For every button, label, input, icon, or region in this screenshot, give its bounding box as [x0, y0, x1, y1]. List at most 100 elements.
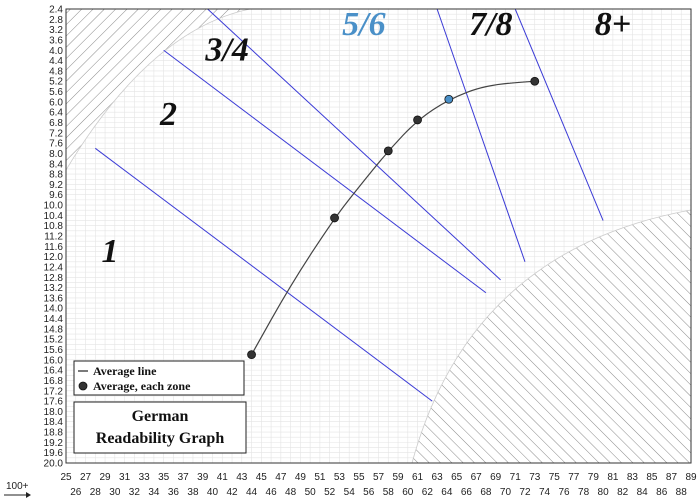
x-tick-label-top: 69 [490, 472, 502, 483]
y-tick-label: 4.8 [49, 66, 63, 77]
x-tick-label-top: 87 [666, 472, 678, 483]
zone-label: 5/6 [342, 6, 385, 43]
y-tick-label: 9.2 [49, 180, 63, 191]
zone-average-point [530, 76, 540, 86]
chart-title-line-2: Readability Graph [96, 430, 225, 447]
x-tick-label-bottom: 72 [519, 487, 531, 498]
legend-average-line: Average line [93, 364, 157, 378]
zone-boundary-line [514, 9, 604, 221]
x-tick-label-bottom: 52 [324, 487, 336, 498]
x-tick-label-top: 81 [607, 472, 619, 483]
zone-boundaries [94, 9, 604, 402]
y-tick-label: 14.4 [44, 314, 64, 325]
x-tick-label-top: 89 [685, 472, 697, 483]
x-tick-label-top: 27 [80, 472, 92, 483]
y-tick-label: 14.8 [44, 324, 64, 335]
legend-dot-swatch [78, 381, 88, 391]
y-tick-label: 8.0 [49, 149, 63, 160]
x-tick-label-bottom: 82 [617, 487, 629, 498]
x-tick-label-bottom: 70 [500, 487, 512, 498]
x-tick-label-bottom: 62 [422, 487, 434, 498]
chart-title-box: German Readability Graph [73, 401, 247, 454]
x-tick-label-bottom: 48 [285, 487, 297, 498]
y-tick-label: 15.2 [44, 335, 64, 346]
x-tick-label-bottom: 30 [109, 487, 121, 498]
y-tick-label: 12.8 [44, 273, 64, 284]
y-tick-label: 6.0 [49, 97, 63, 108]
y-tick-label: 4.0 [49, 46, 63, 57]
hatched-region-top-left [66, 9, 250, 170]
x-tick-label-bottom: 32 [129, 487, 141, 498]
zone-label: 8+ [595, 6, 631, 43]
x-tick-label-bottom: 78 [578, 487, 590, 498]
x-tick-label-top: 51 [314, 472, 326, 483]
x-tick-label-bottom: 88 [676, 487, 688, 498]
x-tick-label-top: 59 [392, 472, 404, 483]
x-tick-label-top: 29 [100, 472, 112, 483]
x-tick-label-top: 47 [275, 472, 287, 483]
x-tick-label-bottom: 60 [402, 487, 414, 498]
y-tick-label: 18.0 [44, 407, 64, 418]
x-tick-label-bottom: 44 [246, 487, 258, 498]
zone-boundary-line [207, 9, 501, 281]
zone-label: 3/4 [204, 32, 248, 69]
x-tick-label-top: 55 [353, 472, 365, 483]
x-tick-label-top: 61 [412, 472, 424, 483]
y-tick-label: 8.4 [49, 159, 63, 170]
zone-average-point [330, 213, 339, 223]
y-tick-label: 9.6 [49, 190, 63, 201]
legend-average-each-zone: Average, each zone [93, 379, 191, 393]
x-tick-label-top: 79 [588, 472, 600, 483]
hatched-regions [66, 9, 691, 463]
y-tick-label: 10.4 [44, 211, 64, 222]
y-tick-label: 16.8 [44, 376, 64, 387]
y-tick-label: 8.8 [49, 170, 63, 181]
y-tick-label: 16.4 [44, 366, 64, 377]
x-tick-label-top: 39 [197, 472, 209, 483]
x-tick-label-bottom: 28 [90, 487, 102, 498]
x-tick-label-top: 33 [139, 472, 151, 483]
x-tick-label-top: 37 [178, 472, 190, 483]
x-tick-label-top: 85 [646, 472, 658, 483]
plot-border [65, 8, 692, 464]
zone-average-point [247, 350, 256, 360]
x-tick-label-top: 31 [119, 472, 131, 483]
zone-label: 2 [159, 96, 177, 133]
x-tick-label-bottom: 26 [70, 487, 82, 498]
x-tick-label-top: 49 [295, 472, 307, 483]
y-tick-label: 15.6 [44, 345, 64, 356]
y-tick-label: 4.4 [49, 56, 63, 67]
x-tick-label-top: 75 [549, 472, 561, 483]
y-axis-ticks: 2.42.83.23.64.04.44.85.25.66.06.46.87.27… [44, 5, 64, 470]
x-tick-label-top: 65 [451, 472, 463, 483]
y-tick-label: 14.0 [44, 304, 64, 315]
x-tick-label-bottom: 38 [187, 487, 199, 498]
y-tick-label: 10.0 [44, 201, 64, 212]
legend: Average line Average, each zone [73, 360, 245, 396]
x-tick-label-top: 71 [510, 472, 522, 483]
x-tick-label-bottom: 40 [207, 487, 219, 498]
hatch-edge-top-left [66, 9, 251, 171]
y-tick-label: 12.4 [44, 262, 64, 273]
y-tick-label: 10.8 [44, 221, 64, 232]
y-tick-label: 17.6 [44, 397, 64, 408]
y-tick-label: 16.0 [44, 355, 64, 366]
x-tick-label-top: 77 [568, 472, 580, 483]
y-tick-label: 17.2 [44, 386, 64, 397]
x-corner-label-text: 100+ [6, 481, 29, 492]
x-tick-label-top: 25 [60, 472, 72, 483]
zone-boundary-line [163, 49, 487, 294]
zone-average-point [444, 94, 454, 104]
x-tick-label-bottom: 36 [168, 487, 180, 498]
x-tick-label-bottom: 68 [480, 487, 492, 498]
x-tick-label-bottom: 64 [441, 487, 453, 498]
y-tick-label: 19.2 [44, 438, 64, 449]
y-tick-label: 6.4 [49, 108, 63, 119]
x-tick-label-top: 43 [236, 472, 248, 483]
y-tick-label: 5.2 [49, 77, 63, 88]
x-tick-label-bottom: 76 [558, 487, 570, 498]
y-tick-label: 12.0 [44, 252, 64, 263]
